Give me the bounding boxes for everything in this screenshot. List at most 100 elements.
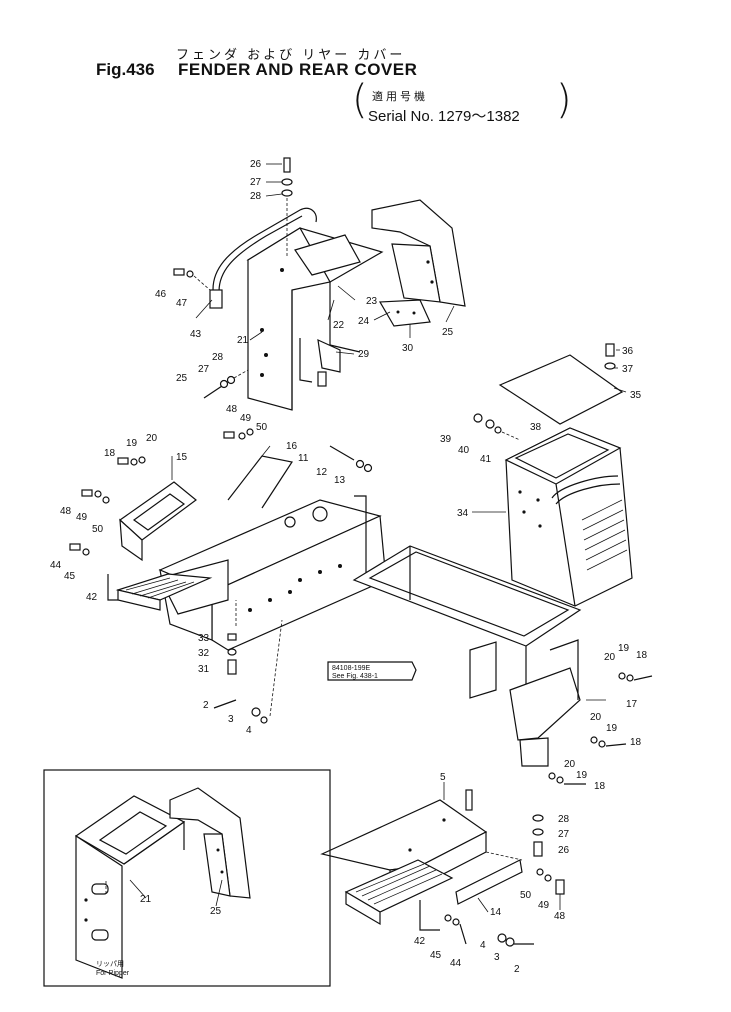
bolt-stacks-right <box>548 672 653 785</box>
callout-17: 17 <box>626 699 638 710</box>
callout-19: 19 <box>126 438 138 449</box>
callout-19: 19 <box>606 723 618 734</box>
callout-39: 39 <box>440 434 452 445</box>
inset-caption-japanese: リッパ用 <box>96 960 124 968</box>
main-frame <box>158 455 387 651</box>
inset-caption: For Ripper <box>96 970 130 977</box>
open-paren: ( <box>352 77 368 123</box>
callout-3: 3 <box>228 714 234 725</box>
bracket-part-15 <box>119 481 197 562</box>
page-title: FENDER AND REAR COVER <box>178 60 418 79</box>
leader-lines <box>105 163 627 913</box>
callout-47: 47 <box>176 298 188 309</box>
callout-15: 15 <box>176 452 188 463</box>
callout-4: 4 <box>480 940 486 951</box>
bracket-part-17 <box>509 639 581 767</box>
callout-28: 28 <box>558 814 570 825</box>
callout-27: 27 <box>558 829 570 840</box>
serial-range: Serial No. 1279～1382 <box>368 108 520 125</box>
bolt-stack-46-47 <box>173 268 211 291</box>
bracket-part-29 <box>317 339 341 387</box>
callout-27: 27 <box>250 177 262 188</box>
bolt-stack-38-41 <box>473 413 521 441</box>
callout-14: 14 <box>490 907 502 918</box>
callout-44: 44 <box>50 560 62 571</box>
bolt-stack-top <box>281 157 293 258</box>
callout-33: 33 <box>198 633 210 644</box>
callout-28: 28 <box>212 352 224 363</box>
bolt-stack-25-27-28 <box>203 369 249 399</box>
callout-43: 43 <box>190 329 202 340</box>
inset-ripper-box: リッパ用 For Ripper <box>43 769 331 987</box>
reference-line-2: See Fig. 438-1 <box>332 673 378 680</box>
callout-3: 3 <box>494 952 500 963</box>
close-paren: ) <box>556 77 572 123</box>
callout-36: 36 <box>622 346 634 357</box>
callout-32: 32 <box>198 648 210 659</box>
reference-line-1: 84108-199E <box>332 665 370 672</box>
callout-18: 18 <box>594 781 606 792</box>
title-japanese: フェンダ および リヤー カバー <box>176 48 406 63</box>
callout-18: 18 <box>104 448 116 459</box>
callout-20: 20 <box>590 712 602 723</box>
callout-19: 19 <box>576 770 588 781</box>
callout-42: 42 <box>414 936 426 947</box>
callout-48: 48 <box>226 404 238 415</box>
callout-37: 37 <box>622 364 634 375</box>
callout-50: 50 <box>92 524 104 535</box>
callout-5: 5 <box>440 772 446 783</box>
callout-12: 12 <box>316 467 328 478</box>
callout-20: 20 <box>564 759 576 770</box>
callout-20: 20 <box>604 652 616 663</box>
handrail-part-43 <box>209 207 317 309</box>
rear-fender-part-25 <box>371 199 466 307</box>
callout-35: 35 <box>630 390 642 401</box>
callout-50: 50 <box>256 422 268 433</box>
reference-tag: 84108-199E See Fig. 438-1 <box>327 661 417 681</box>
callout-45: 45 <box>430 950 442 961</box>
callout-26: 26 <box>250 159 262 170</box>
callout-42: 42 <box>86 592 98 603</box>
callout-4: 4 <box>246 725 252 736</box>
callout-49: 49 <box>538 900 550 911</box>
callout-11: 11 <box>298 453 309 464</box>
callout-48: 48 <box>60 506 72 517</box>
bracket-part-30 <box>378 299 431 327</box>
callout-23: 23 <box>366 296 378 307</box>
callout-18: 18 <box>630 737 642 748</box>
callout-24: 24 <box>358 316 370 327</box>
serial-label-japanese: 適用号機 <box>372 90 428 103</box>
callout-38: 38 <box>530 422 542 433</box>
callout-34: 34 <box>457 508 469 519</box>
callout-48: 48 <box>554 911 566 922</box>
step-part-42-lower <box>344 859 454 931</box>
callout-29: 29 <box>358 349 370 360</box>
callout-2: 2 <box>514 964 520 975</box>
callout-40: 40 <box>458 445 470 456</box>
rear-cover-part-34 <box>504 427 633 607</box>
inset-callout-21: 21 <box>140 894 152 905</box>
fender-part-21 <box>246 227 384 411</box>
callout-25: 25 <box>176 373 188 384</box>
callout-2: 2 <box>203 700 209 711</box>
inset-callout-25: 25 <box>210 906 222 917</box>
callout-18: 18 <box>636 650 648 661</box>
callout-28: 28 <box>250 191 262 202</box>
callout-46: 46 <box>155 289 167 300</box>
callout-21: 21 <box>237 335 249 346</box>
bolt-stack-36-37 <box>604 343 616 370</box>
callout-19: 19 <box>618 643 630 654</box>
callout-30: 30 <box>402 343 414 354</box>
callout-49: 49 <box>76 512 88 523</box>
callout-25: 25 <box>442 327 454 338</box>
cross-member <box>352 545 582 699</box>
bolt-stacks-bottom <box>444 814 565 947</box>
step-part-42 <box>107 573 213 611</box>
figure-number: Fig.436 <box>96 60 155 79</box>
callout-50: 50 <box>520 890 532 901</box>
callout-20: 20 <box>146 433 158 444</box>
cover-plate-part-35 <box>498 354 624 425</box>
callout-49: 49 <box>240 413 252 424</box>
callout-31: 31 <box>198 664 210 675</box>
